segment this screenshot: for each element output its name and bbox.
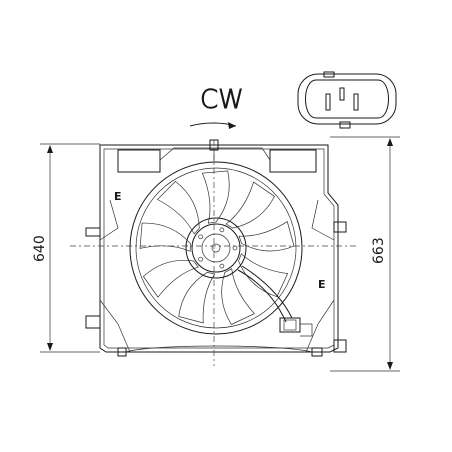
fan-blade — [238, 253, 289, 298]
top-mounting-bolt — [209, 139, 219, 162]
dimension-663-label: 663 — [371, 237, 387, 264]
dimension-640-label: 640 — [32, 235, 48, 262]
hub-bolt-hole — [232, 245, 238, 251]
hub-bolt-holes — [198, 227, 238, 269]
connector-pin — [339, 87, 345, 101]
rotation-direction-label: CW — [200, 85, 244, 115]
fan-blade — [139, 222, 191, 252]
motor-cable — [237, 265, 313, 337]
fan-blade — [221, 268, 255, 325]
connector-pin — [325, 93, 331, 111]
fan-blade — [178, 272, 216, 324]
hub-bolt-hole — [198, 234, 203, 240]
dimension-663: 663 — [330, 136, 400, 372]
hub-bolt-hole — [219, 227, 225, 233]
dimension-640: 640 — [32, 143, 100, 353]
fan-blade — [156, 180, 200, 235]
marker-e-left: E — [114, 190, 122, 203]
marker-e-right: E — [318, 278, 326, 291]
fan-shroud — [85, 144, 347, 357]
fan-blade — [201, 170, 230, 224]
fan-hub — [185, 217, 247, 279]
connector-pins — [325, 87, 359, 111]
fan-blade — [142, 260, 199, 298]
connector-plug-detail — [297, 71, 397, 129]
hub-bolt-hole — [198, 256, 203, 262]
fan-blades — [139, 170, 295, 325]
rotation-arrow — [189, 122, 237, 129]
fan-blade — [225, 181, 275, 229]
hub-bolt-hole — [219, 263, 225, 269]
fan-blade — [238, 221, 295, 252]
connector-pin — [353, 93, 359, 111]
fan-ring — [129, 161, 303, 335]
